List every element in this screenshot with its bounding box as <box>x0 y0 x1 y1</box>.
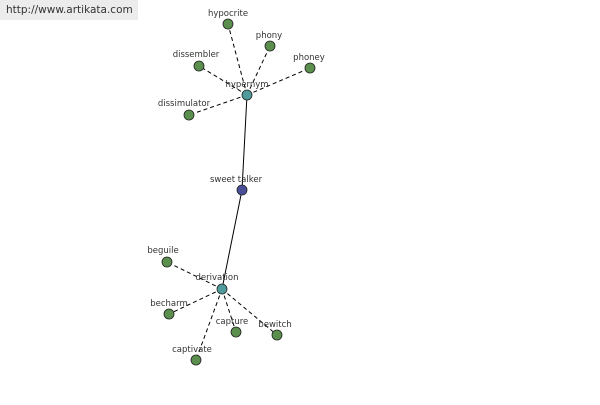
edge-hypernym-phoney <box>246 67 311 96</box>
node-label-hypocrite[interactable]: hypocrite <box>208 9 248 19</box>
node-phony[interactable]: phony <box>256 31 282 52</box>
node-capture[interactable]: capture <box>216 317 249 338</box>
edge-derivation-capture <box>221 288 237 333</box>
node-label-captivate[interactable]: captivate <box>172 345 212 355</box>
node-dissimulator[interactable]: dissimulator <box>158 99 211 121</box>
graph-edges <box>166 23 311 361</box>
edge-hypernym-dissembler <box>198 65 248 96</box>
edge-derivation-becharm <box>168 288 223 315</box>
node-marker-derivation[interactable] <box>216 283 228 295</box>
edge-hypernym-dissimulator <box>188 94 248 116</box>
node-hypernym[interactable]: hypernym <box>225 80 269 101</box>
node-marker-hypernym[interactable] <box>241 89 253 101</box>
node-marker-beguile[interactable] <box>161 256 173 268</box>
node-marker-dissembler[interactable] <box>193 60 205 72</box>
node-marker-hypocrite[interactable] <box>222 18 234 30</box>
site-url[interactable]: http://www.artikata.com <box>0 0 138 20</box>
node-label-phony[interactable]: phony <box>256 31 282 41</box>
node-label-beguile[interactable]: beguile <box>147 246 178 256</box>
node-phoney[interactable]: phoney <box>293 53 325 74</box>
edge-hypernym-hypocrite <box>227 23 248 96</box>
node-dissembler[interactable]: dissembler <box>173 50 220 72</box>
node-marker-dissimulator[interactable] <box>183 109 195 121</box>
node-label-dissembler[interactable]: dissembler <box>173 50 220 60</box>
node-marker-captivate[interactable] <box>190 354 202 366</box>
node-marker-bewitch[interactable] <box>271 329 283 341</box>
node-label-derivation[interactable]: derivation <box>195 273 238 283</box>
node-label-becharm[interactable]: becharm <box>150 299 188 309</box>
node-label-dissimulator[interactable]: dissimulator <box>158 99 211 109</box>
node-label-phoney[interactable]: phoney <box>293 53 325 63</box>
node-captivate[interactable]: captivate <box>172 345 212 366</box>
node-marker-becharm[interactable] <box>163 308 175 320</box>
node-sweet-talker[interactable]: sweet talker <box>210 175 263 196</box>
edge-derivation-captivate <box>195 288 223 361</box>
edge-derivation-beguile <box>166 261 223 290</box>
node-marker-capture[interactable] <box>230 326 242 338</box>
node-bewitch[interactable]: bewitch <box>258 320 292 341</box>
node-marker-phony[interactable] <box>264 40 276 52</box>
edge-hypernym-phony <box>246 45 271 96</box>
node-label-hypernym[interactable]: hypernym <box>225 80 268 90</box>
graph-nodes: hypocrite phony dissembler phoney hypernym di… <box>147 9 325 366</box>
edge-derivation-bewitch <box>221 288 278 336</box>
node-marker-phoney[interactable] <box>304 62 316 74</box>
node-label-sweet-talker[interactable]: sweet talker <box>210 175 263 185</box>
node-label-capture[interactable]: capture <box>216 317 249 327</box>
node-label-bewitch[interactable]: bewitch <box>258 320 291 330</box>
edge-sweet-talker-hypernym <box>241 94 248 191</box>
node-hypocrite[interactable]: hypocrite <box>208 9 248 30</box>
node-derivation[interactable]: derivation <box>195 273 239 295</box>
node-beguile[interactable]: beguile <box>147 246 179 268</box>
edge-sweet-talker-derivation <box>221 189 243 290</box>
node-becharm[interactable]: becharm <box>150 299 188 320</box>
node-marker-sweet-talker[interactable] <box>236 184 248 196</box>
